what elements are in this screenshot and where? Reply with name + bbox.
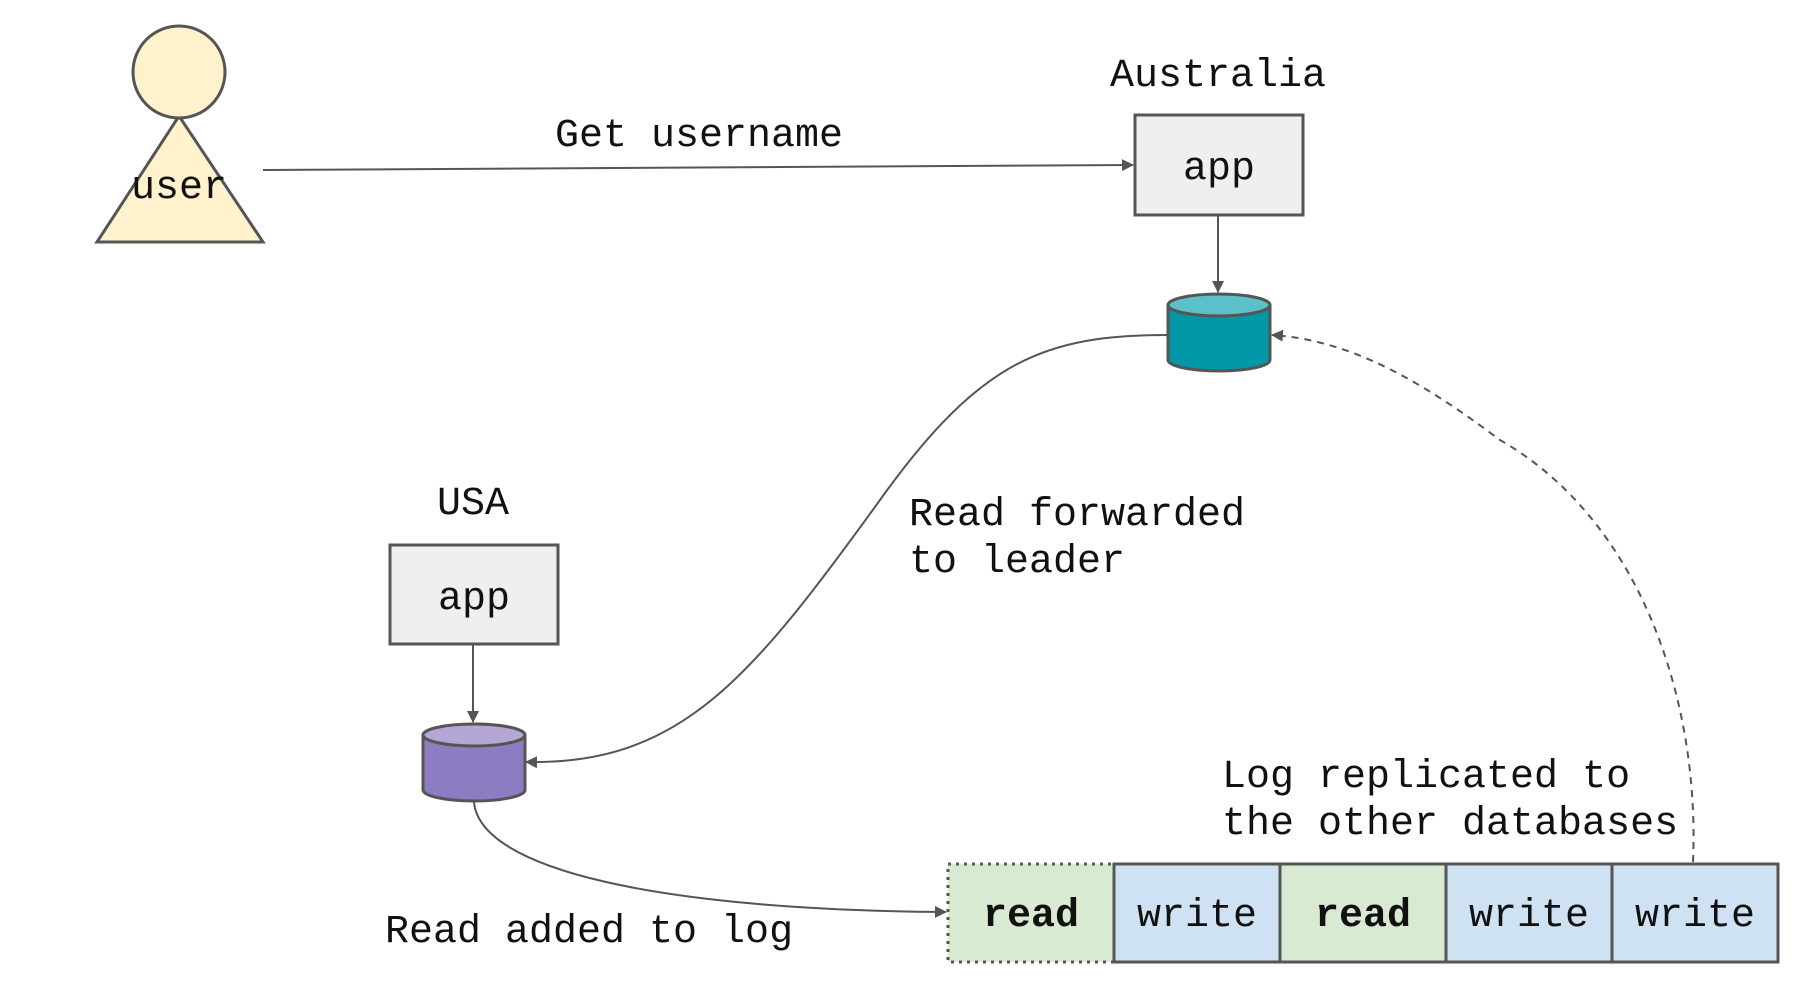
user-actor: user xyxy=(94,24,266,244)
usa-app-box xyxy=(388,543,560,646)
log-entry-read: read xyxy=(1278,862,1448,964)
log-replicated-label-line1: Log replicated to xyxy=(1222,755,1630,800)
read-added-arrow xyxy=(473,801,947,918)
log-entry-label: write xyxy=(1137,894,1257,939)
usa-region: USA app xyxy=(388,482,560,803)
australia-region: Australia app xyxy=(1110,54,1326,373)
log-entry-box xyxy=(1610,862,1780,964)
user-label: user xyxy=(131,166,227,211)
log-entry-write: write xyxy=(1112,862,1282,964)
user-head xyxy=(131,24,227,120)
log-entry-write: write xyxy=(1610,862,1780,964)
log-entry-read: read xyxy=(946,862,1116,964)
log-entry-label: write xyxy=(1469,894,1589,939)
read-forwarded-label-line1: Read forwarded xyxy=(909,493,1245,538)
replication-log: read write read write write xyxy=(946,862,1780,964)
log-entry-label: read xyxy=(983,894,1079,939)
usa-app-label: app xyxy=(438,577,510,622)
australia-app-label: app xyxy=(1183,147,1255,192)
read-forwarded-label-line2: to leader xyxy=(909,540,1125,585)
log-entry-write: write xyxy=(1444,862,1614,964)
australia-app-box xyxy=(1133,113,1305,217)
log-entry-label: write xyxy=(1635,894,1755,939)
log-replicated-arrow xyxy=(1271,329,1695,863)
log-entry-box xyxy=(946,862,1116,964)
log-replicated-edge: Log replicated to the other databases xyxy=(1222,329,1695,863)
australia-label: Australia xyxy=(1110,54,1326,99)
get-username-edge: Get username xyxy=(262,114,1134,172)
australia-database-icon xyxy=(1166,292,1272,373)
get-username-label: Get username xyxy=(555,114,843,159)
log-entry-label: read xyxy=(1315,894,1411,939)
usa-database-icon xyxy=(421,722,527,803)
read-added-label: Read added to log xyxy=(385,910,793,955)
read-forwarded-arrow xyxy=(525,334,1169,769)
log-replicated-label-line2: the other databases xyxy=(1222,802,1678,847)
user-body xyxy=(94,113,266,244)
get-username-arrow xyxy=(262,159,1134,172)
read-forwarded-edge: Read forwarded to leader xyxy=(525,334,1245,769)
read-added-edge: Read added to log xyxy=(385,801,947,955)
usa-label: USA xyxy=(437,482,509,527)
